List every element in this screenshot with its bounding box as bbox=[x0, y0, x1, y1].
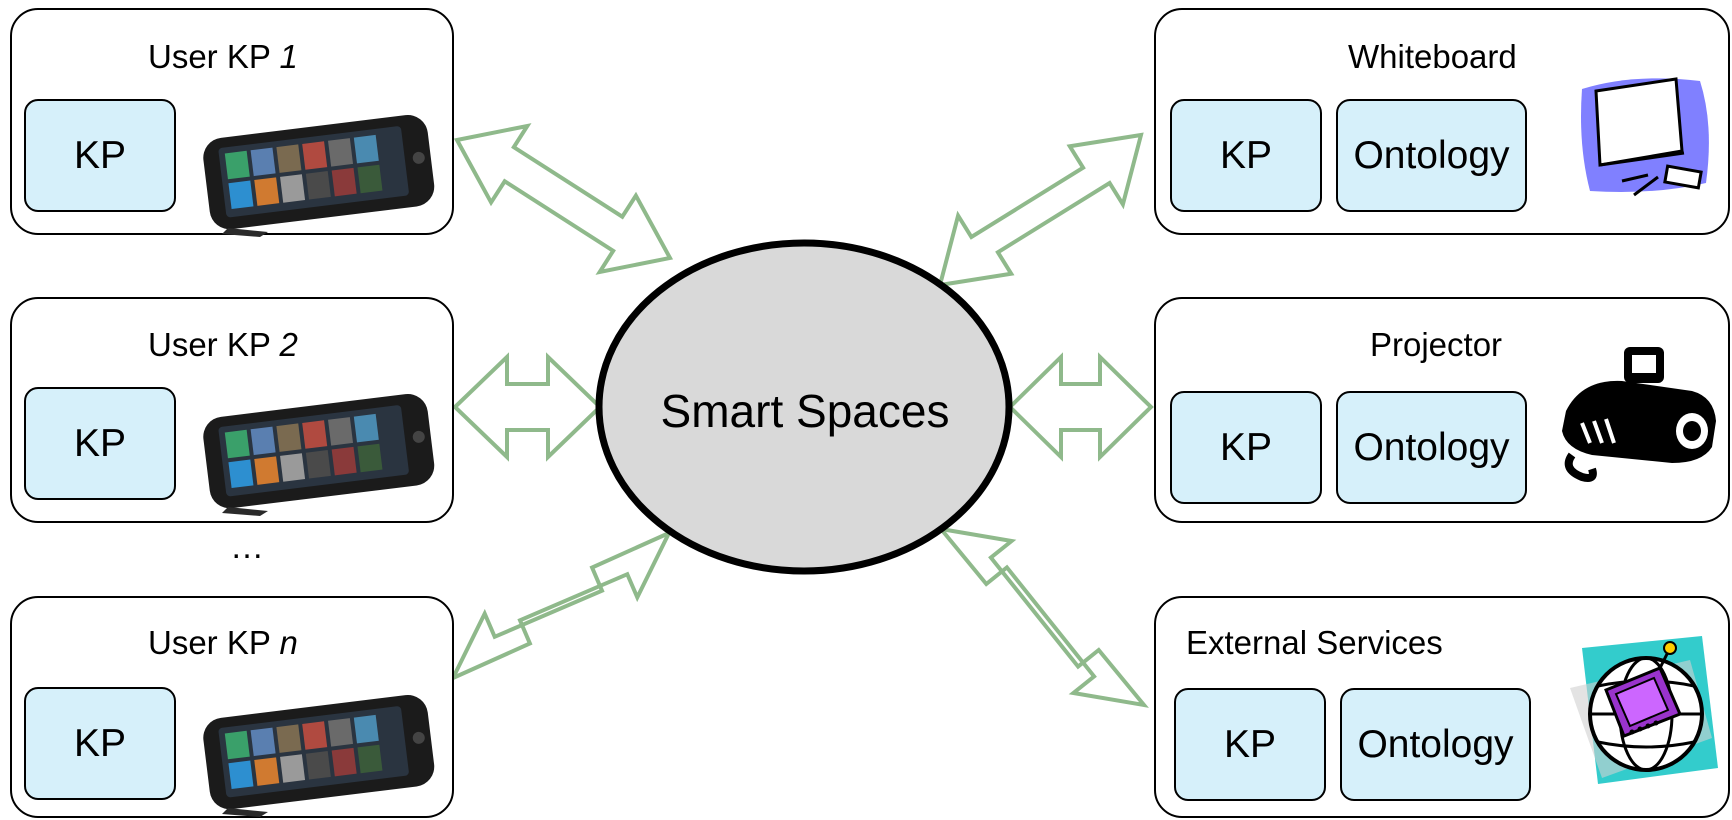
globe-icon bbox=[1570, 636, 1718, 784]
ontology-chip: Ontology bbox=[1336, 391, 1527, 504]
panel-title: User KP n bbox=[148, 626, 298, 659]
panel-title: User KP 1 bbox=[148, 40, 298, 73]
panel-title: User KP 2 bbox=[148, 328, 298, 361]
kp-chip-label: KP bbox=[1219, 426, 1273, 469]
panel-title-index: 2 bbox=[279, 326, 298, 363]
kp-chip-label: KP bbox=[73, 722, 127, 765]
kp-chip: KP bbox=[1174, 688, 1326, 801]
panel-title-prefix: User KP bbox=[148, 38, 280, 75]
arrow-external-services bbox=[936, 526, 1149, 708]
arrow-projector bbox=[1007, 352, 1154, 462]
kp-chip-label: KP bbox=[73, 134, 127, 177]
ontology-chip-label: Ontology bbox=[1357, 723, 1514, 766]
external-services-panel: External Services KP Ontology bbox=[1154, 596, 1730, 818]
whiteboard-icon bbox=[1581, 77, 1709, 197]
user-kp-panel-n: User KP n KP bbox=[10, 596, 454, 818]
user-kp-panel-2: User KP 2 KP bbox=[10, 297, 454, 523]
panel-title: External Services bbox=[1186, 624, 1443, 661]
whiteboard-panel: Whiteboard KP Ontology bbox=[1154, 8, 1730, 235]
kp-chip-label: KP bbox=[1223, 723, 1277, 766]
user-kp-panel-1: User KP 1 KP bbox=[10, 8, 454, 237]
panel-title: Projector bbox=[1370, 326, 1503, 363]
projector-panel: Projector KP Ontology bbox=[1154, 297, 1730, 523]
tablet-device-icon bbox=[203, 393, 435, 516]
kp-chip: KP bbox=[1170, 391, 1322, 504]
arrow-user-kp-2 bbox=[452, 352, 603, 462]
arrow-whiteboard bbox=[937, 132, 1144, 288]
kp-chip: KP bbox=[1170, 99, 1322, 212]
kp-chip: KP bbox=[24, 99, 176, 212]
ontology-chip-label: Ontology bbox=[1353, 426, 1510, 469]
arrow-user-kp-1 bbox=[453, 123, 674, 275]
kp-chip-label: KP bbox=[1219, 134, 1273, 177]
panel-title-index: n bbox=[279, 624, 298, 661]
kp-chip: KP bbox=[24, 687, 176, 800]
kp-chip: KP bbox=[24, 387, 176, 500]
more-users-ellipsis: … bbox=[230, 528, 264, 566]
smart-spaces-hub bbox=[595, 239, 1013, 575]
tablet-device-icon bbox=[203, 114, 435, 237]
ontology-chip: Ontology bbox=[1340, 688, 1531, 801]
ontology-chip-label: Ontology bbox=[1353, 134, 1510, 177]
panel-title-prefix: User KP bbox=[148, 326, 280, 363]
panel-title-index: 1 bbox=[279, 38, 298, 75]
projector-icon bbox=[1562, 347, 1716, 482]
panel-title-prefix: User KP bbox=[148, 624, 280, 661]
tablet-device-icon bbox=[203, 694, 435, 817]
panel-title: Whiteboard bbox=[1348, 38, 1517, 75]
kp-chip-label: KP bbox=[73, 422, 127, 465]
hub-label: Smart Spaces bbox=[660, 385, 950, 437]
ontology-chip: Ontology bbox=[1336, 99, 1527, 212]
